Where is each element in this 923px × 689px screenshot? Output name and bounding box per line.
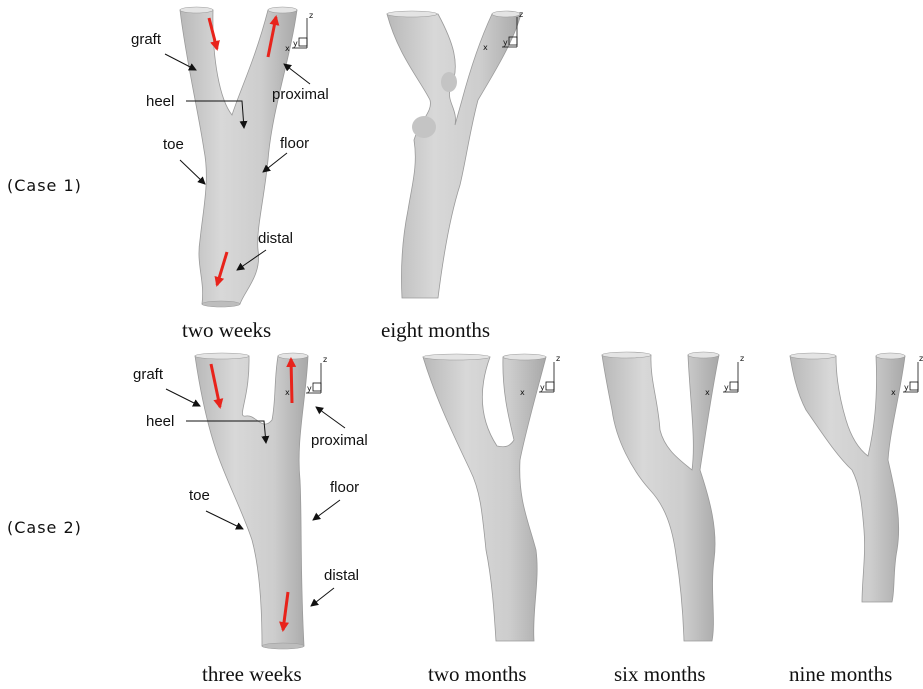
- axis-x-label: x: [285, 44, 290, 53]
- svg-text:x: x: [891, 388, 896, 397]
- label-floor-2: floor: [330, 479, 359, 496]
- label-proximal-1: proximal: [272, 86, 329, 103]
- label-distal-1: distal: [258, 230, 293, 247]
- label-distal-2: distal: [324, 567, 359, 584]
- svg-text:y: y: [724, 383, 729, 392]
- axis-z-label: z: [309, 11, 313, 20]
- axis-y-label: y: [293, 39, 298, 48]
- label-toe-1: toe: [163, 136, 184, 153]
- vessel-case2-two-months: [423, 354, 546, 641]
- svg-text:x: x: [483, 43, 488, 52]
- svg-text:y: y: [540, 383, 545, 392]
- svg-text:z: z: [740, 354, 744, 363]
- svg-text:z: z: [919, 354, 923, 363]
- svg-text:z: z: [556, 354, 560, 363]
- label-heel-1: heel: [146, 93, 174, 110]
- label-proximal-2: proximal: [311, 432, 368, 449]
- svg-text:z: z: [519, 10, 523, 19]
- vessel-case2-six-months: [602, 352, 719, 641]
- label-floor-1: floor: [280, 135, 309, 152]
- label-graft-1: graft: [131, 31, 162, 48]
- svg-text:y: y: [307, 384, 312, 393]
- label-toe-2: toe: [189, 487, 210, 504]
- svg-text:x: x: [705, 388, 710, 397]
- vessel-case1-two-weeks: [180, 7, 297, 307]
- vessel-case2-nine-months: [790, 353, 905, 602]
- label-graft-2: graft: [133, 366, 164, 383]
- svg-text:x: x: [285, 388, 290, 397]
- svg-text:z: z: [323, 355, 327, 364]
- svg-text:x: x: [520, 388, 525, 397]
- vessel-case1-eight-months: [387, 11, 521, 298]
- label-heel-2: heel: [146, 413, 174, 430]
- flow-arrow-icon: [291, 359, 292, 403]
- svg-text:y: y: [503, 38, 508, 47]
- svg-text:y: y: [904, 383, 909, 392]
